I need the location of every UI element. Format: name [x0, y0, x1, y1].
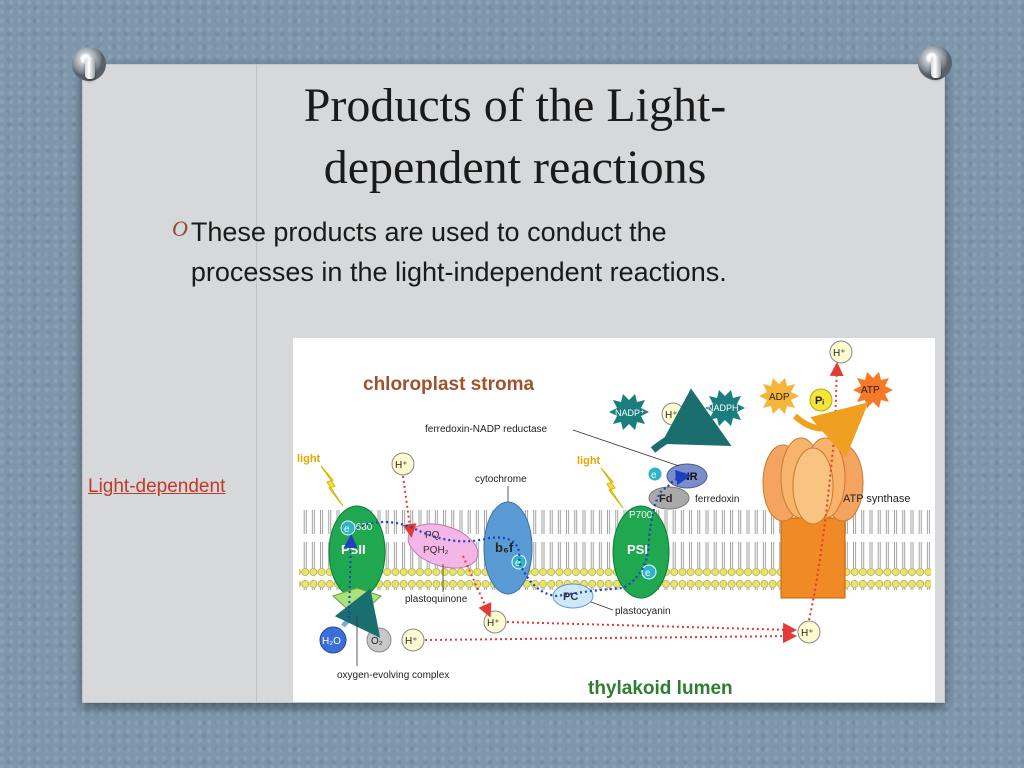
pushpin-icon: [72, 47, 106, 81]
oec-label: oxygen-evolving complex: [337, 670, 449, 681]
electron-label: e: [651, 470, 657, 481]
electron-icon: [647, 466, 663, 482]
atp-label: ATP: [861, 385, 880, 396]
proton-flow-arrow: [424, 629, 797, 644]
title-line-2: dependent reactions: [323, 141, 707, 194]
electron-flow-path: [343, 534, 358, 619]
proton-icon: [797, 620, 821, 644]
proton-label: H⁺: [833, 348, 846, 359]
leader-line: [590, 601, 614, 611]
pushpin-icon: [918, 46, 952, 80]
electron-label: e: [515, 558, 521, 569]
bullet-marker: O: [172, 216, 188, 241]
bullet-item: O These products are used to conduct the…: [172, 212, 792, 292]
fd-label: Fd: [659, 493, 672, 505]
atp-synthase-label: ATP synthase: [843, 493, 910, 505]
proton-label: H⁺: [405, 636, 418, 647]
oxygen-label: O₂: [371, 636, 383, 647]
adp-burst: [759, 378, 799, 414]
water-label: H₂O: [322, 636, 341, 647]
pi-label: Pᵢ: [815, 395, 824, 407]
lightning-icon: [600, 467, 624, 509]
nadph-formation-arrow: [650, 388, 732, 453]
ferredoxin-label: ferredoxin: [695, 494, 739, 505]
electron-label: e: [344, 524, 350, 535]
light-reactions-diagram: chloroplast stroma thylakoid lumen ATP s…: [293, 338, 935, 702]
atp-synthase-stalk: [780, 517, 846, 599]
nadp-burst: [609, 394, 649, 430]
proton-icon: [391, 452, 415, 476]
electron-label: e: [645, 568, 651, 579]
proton-icon: [829, 340, 853, 364]
cytochrome-label: cytochrome: [475, 474, 527, 485]
electron-icon: [641, 564, 657, 580]
psii-label: PSII: [341, 542, 366, 557]
proton-icon: [401, 628, 425, 652]
atp-synthase-head: [792, 447, 834, 525]
fnr-full-label: ferredoxin-NADP reductase: [425, 424, 548, 435]
light-label-left: light: [297, 453, 321, 465]
proton-label: H⁺: [395, 460, 408, 471]
slide-title: Products of the Light- dependent reactio…: [240, 75, 790, 199]
stroma-label: chloroplast stroma: [363, 374, 534, 395]
proton-label: H⁺: [665, 410, 678, 421]
title-line-1: Products of the Light-: [303, 79, 727, 132]
proton-label: H⁺: [487, 618, 500, 629]
nadph-label: NADPH: [707, 403, 739, 413]
atp-formation-arrow: [792, 402, 869, 459]
oxygen-evolving-complex: [332, 587, 382, 619]
lumen-label: thylakoid lumen: [588, 678, 733, 699]
light-label-right: light: [577, 455, 601, 467]
leader-line: [572, 429, 680, 467]
nadp-label: NADP⁺: [615, 408, 645, 418]
bullet-text: These products are used to conduct the p…: [190, 217, 727, 287]
proton-label: H⁺: [801, 628, 814, 639]
plastoquinone-label: plastoquinone: [405, 594, 468, 605]
diagram-svg: chloroplast stroma thylakoid lumen ATP s…: [297, 340, 931, 699]
p680-label: P680: [349, 522, 373, 533]
proton-flow-arrow: [506, 621, 797, 637]
plastocyanin: [552, 583, 594, 609]
light-dependent-link[interactable]: Light-dependent: [88, 476, 226, 497]
plastocyanin-label: plastocyanin: [615, 606, 671, 617]
lightning-icon: [320, 465, 344, 507]
psi-label: PSI: [627, 542, 648, 557]
proton-flow-arrow: [462, 555, 492, 618]
p700-label: P700: [629, 510, 653, 521]
atp-burst: [853, 372, 893, 408]
pqh2-label: PQH₂: [423, 545, 449, 556]
slide-divider-line: [256, 64, 257, 703]
b6f-label: b₆f: [495, 540, 514, 555]
pq-label: PQ: [425, 530, 440, 541]
ferredoxin: [648, 486, 690, 510]
adp-label: ADP: [769, 392, 790, 403]
electron-flow-path: [356, 469, 692, 598]
